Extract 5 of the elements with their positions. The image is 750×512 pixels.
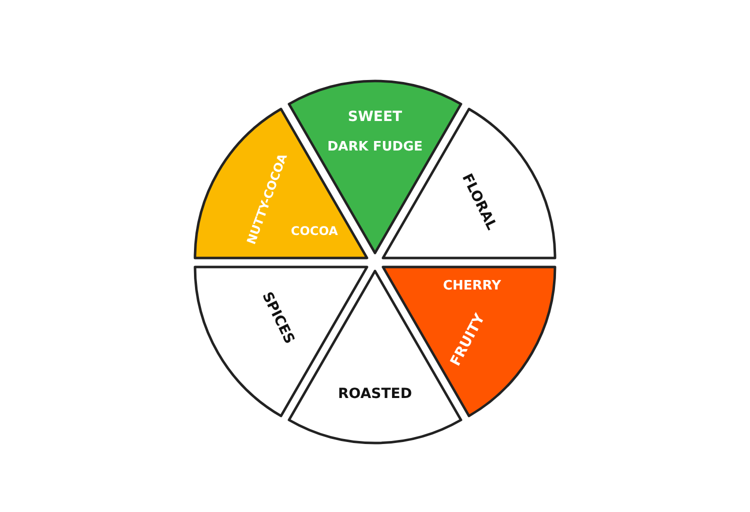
segment-note: CHERRY bbox=[443, 280, 502, 293]
segment-title: ROASTED bbox=[338, 387, 412, 401]
segment-note: COCOA bbox=[290, 225, 338, 238]
segment-title: SWEET bbox=[348, 110, 402, 124]
segment-note: DARK FUDGE bbox=[327, 140, 423, 154]
